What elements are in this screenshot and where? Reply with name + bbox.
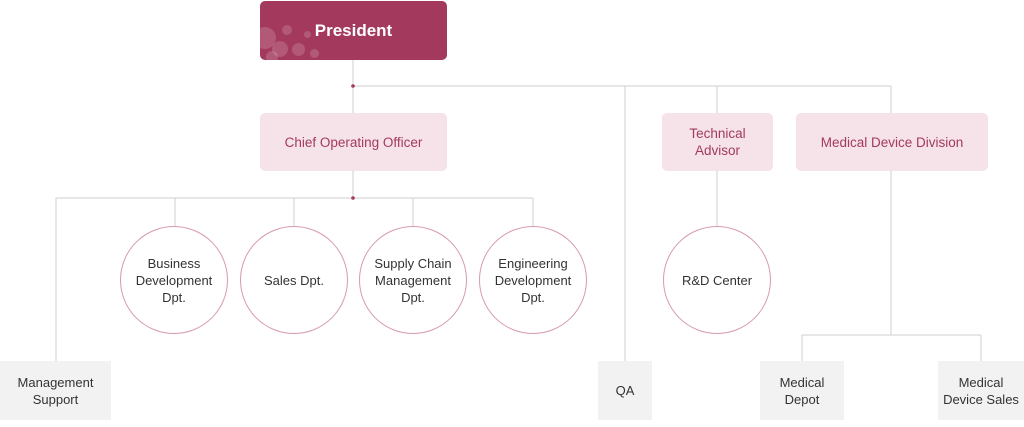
rnd-label: R&D Center (681, 272, 753, 288)
supply-chain-label: Supply Chain Management Dpt. (374, 255, 452, 305)
sales-label: Sales Dpt. (264, 272, 324, 288)
coo-box: Chief Operating Officer (260, 113, 447, 171)
junction-dot (351, 84, 355, 88)
decorative-dot (282, 25, 292, 35)
president-box: President (260, 1, 447, 60)
decorative-dot (260, 27, 276, 49)
decorative-dot (266, 51, 278, 60)
decorative-dot (304, 31, 311, 38)
medical-device-sales-label: Medical Device Sales (943, 374, 1019, 407)
engineering-label: Engineering Development Dpt. (494, 255, 572, 305)
medical-device-sales-box: Medical Device Sales (938, 361, 1024, 420)
president-label: President (314, 20, 393, 40)
qa-box: QA (598, 361, 652, 420)
medical-device-division-box: Medical Device Division (796, 113, 988, 171)
management-support-box: Management Support (0, 361, 111, 420)
rnd-circle: R&D Center (663, 226, 771, 334)
technical-advisor-label: Technical Advisor (689, 126, 746, 158)
engineering-circle: Engineering Development Dpt. (479, 226, 587, 334)
medical-device-division-label: Medical Device Division (820, 134, 964, 150)
business-development-label: Business Development Dpt. (135, 255, 213, 305)
technical-advisor-box: Technical Advisor (662, 113, 773, 171)
medical-depot-label: Medical Depot (779, 374, 825, 407)
sales-circle: Sales Dpt. (240, 226, 348, 334)
supply-chain-circle: Supply Chain Management Dpt. (359, 226, 467, 334)
coo-label: Chief Operating Officer (284, 134, 423, 150)
management-support-label: Management Support (17, 374, 94, 407)
qa-label: QA (615, 383, 635, 398)
decorative-dot (310, 49, 319, 58)
decorative-dot (272, 41, 288, 57)
junction-dot (351, 196, 355, 200)
business-development-circle: Business Development Dpt. (120, 226, 228, 334)
medical-depot-box: Medical Depot (760, 361, 844, 420)
decorative-dot (292, 43, 305, 56)
